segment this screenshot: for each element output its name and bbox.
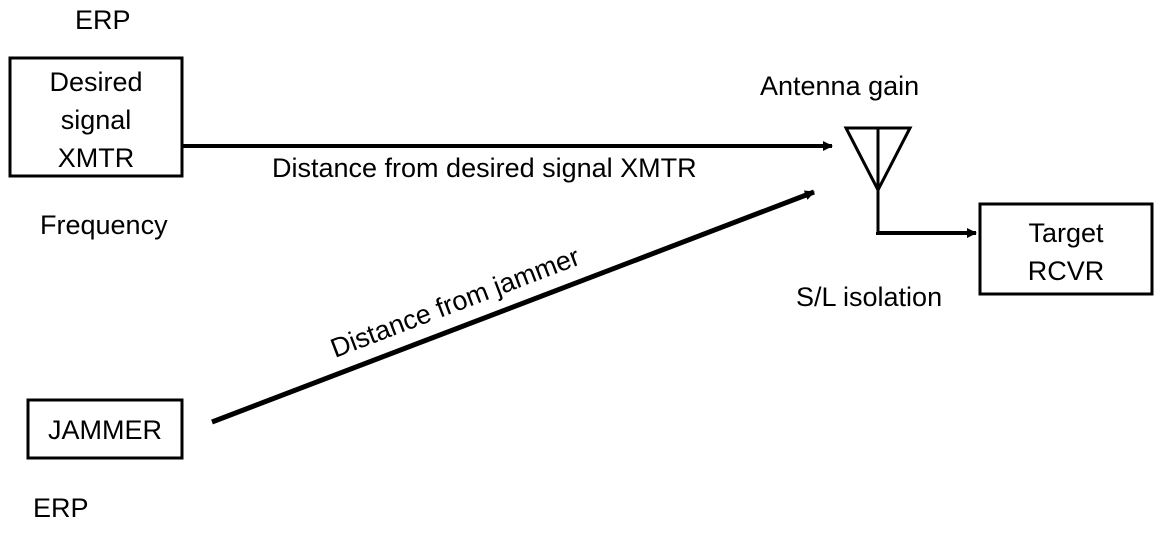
- jammer-distance-label: Distance from jammer: [326, 241, 583, 363]
- frequency-label: Frequency: [40, 210, 168, 240]
- target-receiver-line-1: Target: [1028, 218, 1104, 248]
- antenna-gain-label: Antenna gain: [760, 71, 919, 101]
- target-receiver-line-2: RCVR: [1028, 256, 1105, 286]
- target-receiver-box: [978, 202, 1154, 296]
- desired-transmitter-box: [8, 56, 184, 178]
- jammer-erp-label: ERP: [33, 493, 89, 523]
- desired-transmitter-line-1: Desired: [49, 67, 142, 97]
- transmitter-erp-label: ERP: [75, 5, 131, 35]
- antenna-icon: [843, 126, 913, 232]
- desired-transmitter-line-2: signal: [61, 105, 132, 135]
- isolation-label: S/L isolation: [796, 282, 942, 312]
- jammer-box-label: JAMMER: [48, 415, 162, 445]
- antenna-to-receiver-arrow: [876, 228, 977, 238]
- desired-distance-label: Distance from desired signal XMTR: [272, 153, 697, 183]
- jammer-box: [26, 398, 184, 460]
- desired-transmitter-line-3: XMTR: [58, 143, 135, 173]
- jammer-path-arrow: [211, 189, 815, 425]
